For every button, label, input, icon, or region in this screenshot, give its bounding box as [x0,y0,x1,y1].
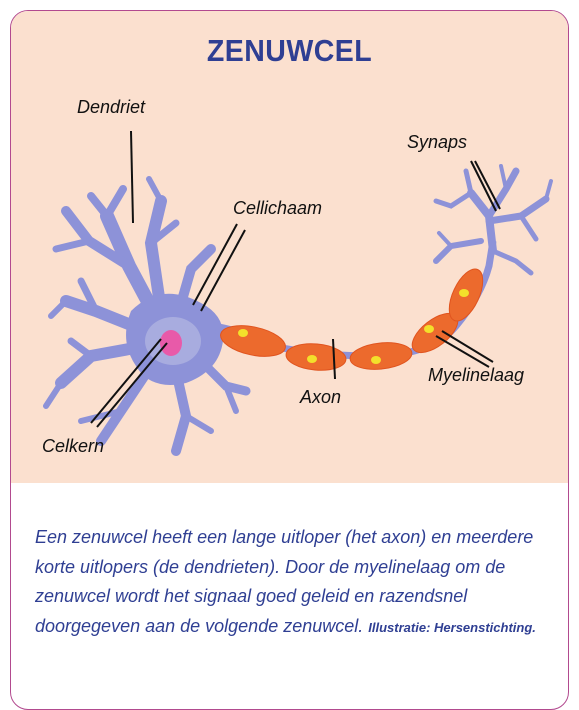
label-dendriet: Dendriet [77,97,145,118]
label-synaps: Synaps [407,132,467,153]
nucleus [160,330,182,356]
caption: Een zenuwcel heeft een lange uitloper (h… [35,523,555,642]
illustration-panel: ZENUWCEL [11,11,568,483]
myelin-sheath [218,264,490,372]
label-myelinelaag: Myelinelaag [428,365,524,386]
label-cellichaam: Cellichaam [233,198,322,219]
label-celkern: Celkern [42,436,104,457]
info-card: ZENUWCEL [10,10,569,710]
neuron-illustration [11,11,569,483]
caption-credit: Illustratie: Hersenstichting. [368,620,536,635]
label-axon: Axon [300,387,341,408]
